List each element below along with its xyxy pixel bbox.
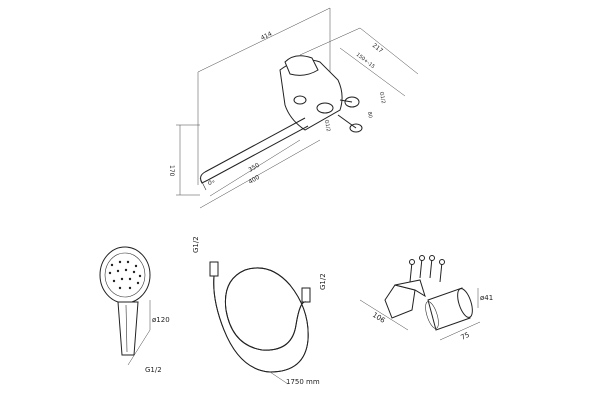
holder-diameter-label: ø41	[480, 294, 493, 302]
shower-nozzles-icon	[108, 260, 142, 290]
dim-total-width: 414	[260, 30, 274, 41]
hose-thread-top: G1/2	[192, 236, 200, 253]
dim-height: 170	[168, 165, 175, 177]
dim-thread-1: G1/2	[378, 91, 386, 104]
holder-drawing: 106 75 ø41	[359, 255, 493, 342]
dim-spout-1: 350	[247, 162, 261, 174]
hose-length-label: 1750 mm	[286, 378, 320, 386]
screws-icon	[409, 255, 445, 283]
hose-thread-right: G1/2	[319, 273, 327, 290]
dim-spout-2: 400	[248, 174, 262, 186]
faucet-drawing: 414 217 150+-15 G1/2 G1/2 80 170 0°	[168, 7, 419, 209]
dim-angle: 0°	[208, 180, 215, 187]
holder-width-label: 75	[459, 331, 470, 342]
holder-length-label: 106	[371, 311, 387, 325]
dim-small: 80	[366, 111, 373, 118]
shower-thread-label: G1/2	[145, 366, 162, 374]
shower-head-drawing: ø120 G1/2	[99, 246, 170, 374]
shower-diameter-label: ø120	[152, 316, 170, 324]
hose-drawing: G1/2 G1/2 1750 mm	[192, 236, 327, 386]
dim-thread-2: G1/2	[323, 119, 331, 132]
dim-body-depth: 217	[371, 42, 384, 55]
